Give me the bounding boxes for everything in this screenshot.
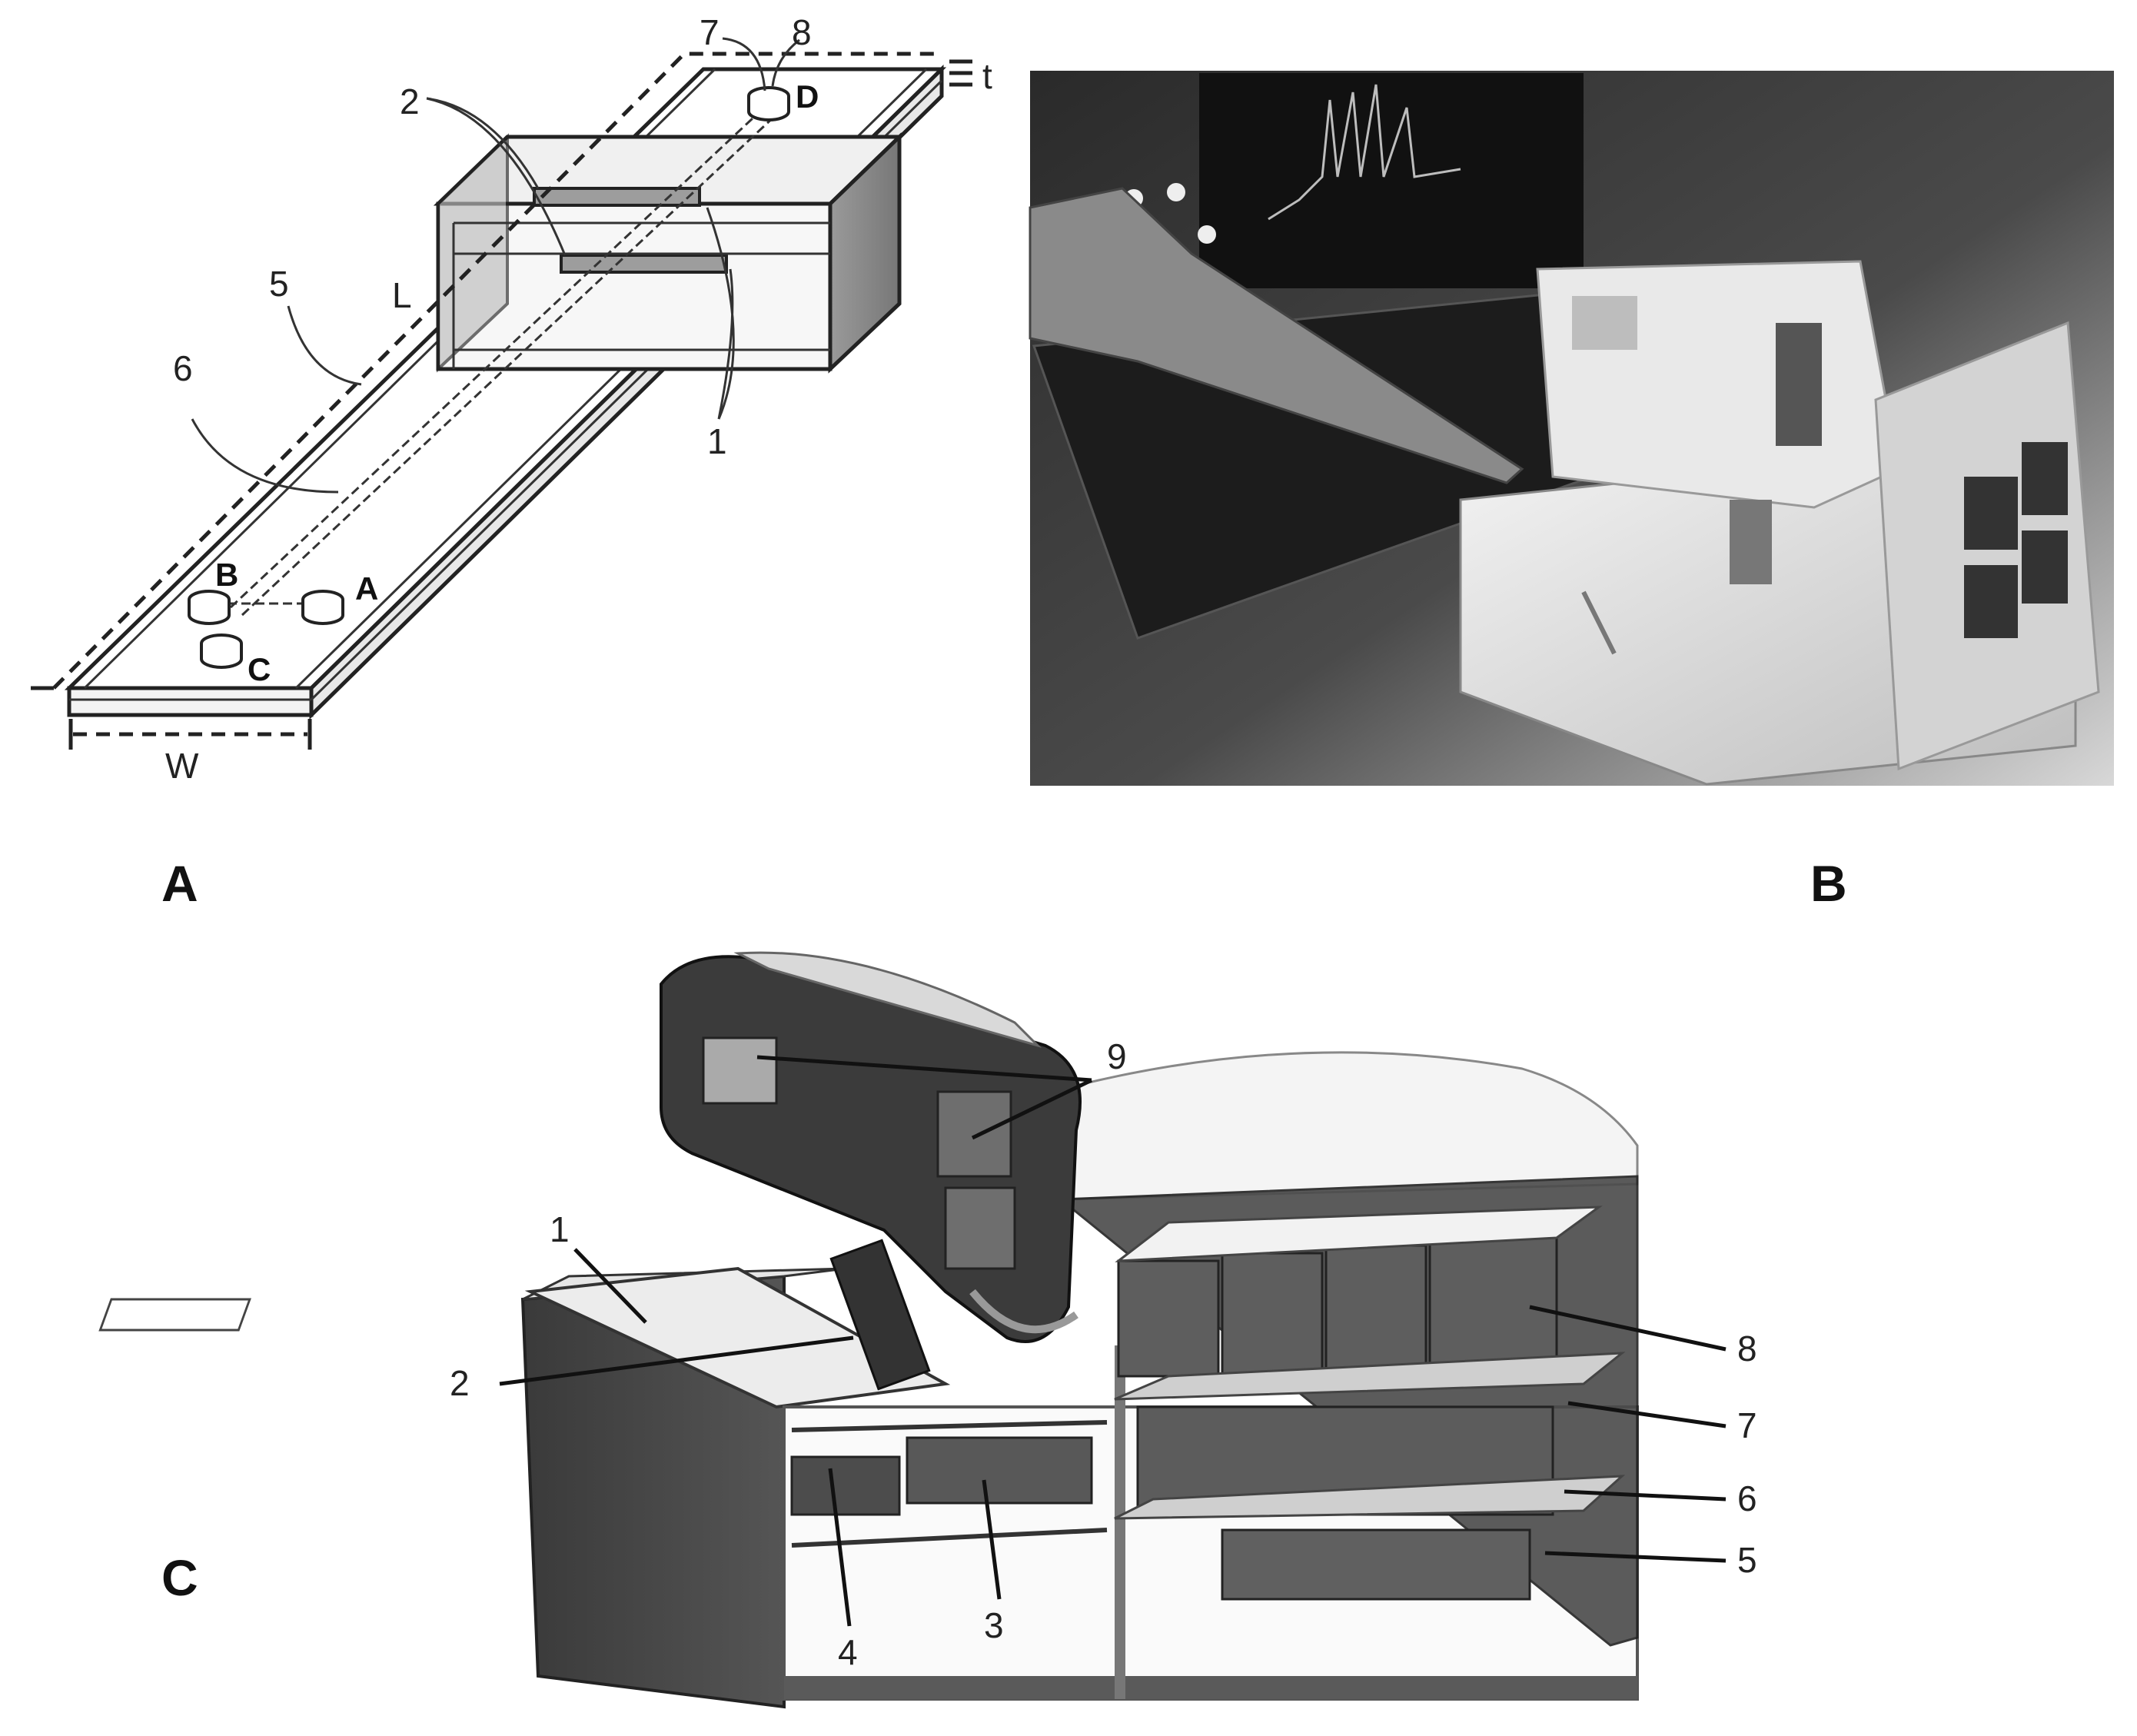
- port-a-label: A: [355, 570, 378, 607]
- power-module-5: [1221, 1528, 1531, 1601]
- callout-a-5: 5: [269, 264, 289, 304]
- callout-a-2: 2: [400, 81, 420, 121]
- callout-c-9: 9: [1107, 1036, 1127, 1076]
- shelf-7: [1114, 1352, 1626, 1401]
- callout-c-2: 2: [450, 1363, 470, 1403]
- heater-box: [433, 132, 905, 374]
- leader-2: [426, 97, 567, 256]
- module-3: [906, 1436, 1093, 1505]
- leader-8: [771, 38, 800, 87]
- callout-a-6: 6: [173, 348, 193, 388]
- dimension-w-label: W: [165, 746, 199, 786]
- channel: [229, 95, 789, 617]
- callout-c-3: 3: [984, 1605, 1004, 1645]
- panel-a-diagram: 2 1 5 6 7 8 t L W A B C D: [31, 12, 992, 786]
- callout-a-7: 7: [700, 12, 720, 52]
- callout-c-7: 7: [1737, 1405, 1757, 1445]
- panel-b-photo: [1029, 71, 2114, 786]
- panel-label-a: A: [161, 855, 198, 912]
- callout-c-4: 4: [838, 1632, 858, 1672]
- dimension-l-line: [52, 52, 942, 690]
- port-c-label: C: [248, 651, 271, 687]
- port-b: [188, 590, 231, 625]
- sample-tray: [524, 1266, 951, 1409]
- battery-row-8: [1115, 1206, 1603, 1378]
- port-d: [747, 86, 790, 121]
- leader-1: [706, 207, 735, 420]
- shelf-6: [1114, 1475, 1626, 1520]
- port-d-label: D: [796, 78, 819, 115]
- leader-5: [287, 305, 362, 386]
- rear-cover: [997, 1051, 1639, 1201]
- panel-label-b: B: [1810, 855, 1847, 912]
- port-a: [301, 590, 344, 625]
- leader-arrows-c: [499, 1055, 1727, 1627]
- callout-a-8: 8: [792, 12, 812, 52]
- panel-c-rendering: 9 1 2 4 3 8 7 6 5: [98, 951, 1757, 1709]
- laptop-screen: [1199, 73, 1584, 288]
- port-b-label: B: [215, 557, 238, 593]
- device-photo: [1459, 260, 2100, 786]
- panel-label-c: C: [161, 1549, 198, 1606]
- module-4: [790, 1455, 901, 1516]
- callout-c-5: 5: [1737, 1540, 1757, 1580]
- pipette: [1029, 187, 1524, 484]
- open-lid: [660, 951, 1082, 1391]
- callout-c-8: 8: [1737, 1329, 1757, 1369]
- dimension-l-label: L: [392, 275, 412, 315]
- callout-c-1: 1: [550, 1209, 570, 1249]
- port-c: [200, 634, 243, 669]
- callout-c-6: 6: [1737, 1478, 1757, 1518]
- leader-6: [191, 418, 339, 494]
- callout-a-1: 1: [707, 421, 727, 461]
- dimension-t-label: t: [982, 56, 992, 96]
- leader-7: [722, 37, 766, 91]
